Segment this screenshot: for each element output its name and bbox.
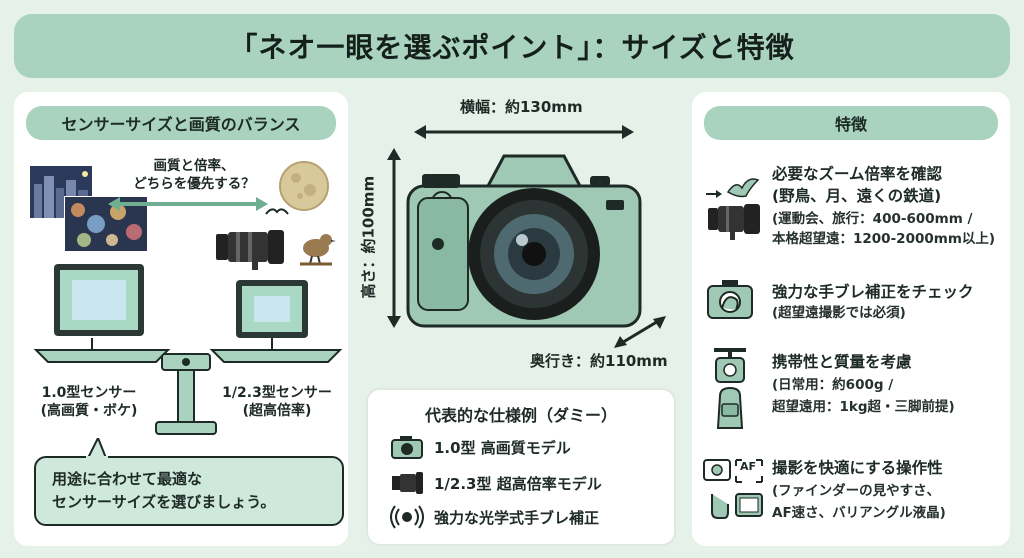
feature-3-sub2: 超望遠用：1kg超・三脚前提) <box>772 399 955 415</box>
zoom-lens-icon <box>392 472 423 494</box>
sensor-small-caption: 1/2.3型センサー (超高倍率) <box>222 385 332 420</box>
camera-icon <box>391 436 423 459</box>
height-label: 高さ：約100mm <box>359 175 378 299</box>
features-heading: 特徴 <box>704 106 998 140</box>
bird-lens-icon <box>706 178 760 240</box>
feature-4-title: 撮影を快適にする操作性 <box>772 459 943 477</box>
feature-2-sub1: (超望遠撮影では必須) <box>772 305 906 321</box>
camera-illustration <box>406 154 642 328</box>
width-label: 横幅：約130mm <box>460 98 583 116</box>
sensor-large-caption: 1.0型センサー (高画質・ボケ) <box>40 385 138 420</box>
viewfinder-af-icon <box>703 459 763 519</box>
spec-row-2: 1/2.3型 超高倍率モデル <box>390 470 602 496</box>
scale-backpack-icon <box>714 348 746 429</box>
sensor-balance-panel: センサーサイズと画質のバランス 画質と倍率、 どちらを優先する？ <box>14 92 348 546</box>
bubble-tail <box>86 438 108 460</box>
stabilization-icon <box>390 505 424 529</box>
feature-3-title: 携帯性と質量を考慮 <box>772 353 912 371</box>
sensor-balance-heading: センサーサイズと画質のバランス <box>26 106 336 140</box>
feature-1-title2: (野鳥、月、遠くの鉄道) <box>772 187 942 205</box>
spec-title: 代表的な仕様例（ダミー） <box>424 406 617 425</box>
feature-4-sub2: AF速さ、バリアングル液晶) <box>772 505 946 521</box>
telephoto-lens-icon <box>216 230 284 270</box>
depth-label: 奥行き：約110mm <box>530 352 668 370</box>
feature-2-title: 強力な手ブレ補正をチェック <box>772 283 974 301</box>
feature-1-sub1: (運動会、旅行：400-600mm / <box>772 211 973 227</box>
advice-bubble: 用途に合わせて最適な センサーサイズを選びましょう。 <box>34 456 344 526</box>
feature-4-sub1: (ファインダーの見やすさ、 <box>772 483 941 499</box>
page-title: 「ネオ一眼を選ぶポイント」：サイズと特徴 <box>229 31 795 64</box>
feature-3-sub1: (日常用：約600g / <box>772 377 894 393</box>
af-label: AF <box>740 460 757 473</box>
features-panel: 特徴 必要なズーム倍率を確認 (野鳥、月、遠くの鉄道) (運動会、旅行：400-… <box>692 92 1010 546</box>
spec-row-3: 強力な光学式手ブレ補正 <box>390 504 599 530</box>
priority-question: 画質と倍率、 どちらを優先する？ <box>133 158 255 192</box>
width-arrow <box>414 125 634 139</box>
perched-bird-icon <box>300 234 336 266</box>
depth-arrow <box>614 316 666 348</box>
moon-icon <box>279 161 329 211</box>
shake-camera-icon <box>707 280 753 319</box>
spec-example-box: 代表的な仕様例（ダミー） 1.0型 高画質モデル 1/2.3型 超高倍率モデル … <box>366 388 676 546</box>
double-arrow-icon <box>108 197 268 211</box>
height-arrow <box>387 148 401 328</box>
feature-1-sub2: 本格超望遠：1200-2000mm以上) <box>772 231 996 247</box>
advice-text: 用途に合わせて最適な センサーサイズを選びましょう。 <box>52 470 276 511</box>
feature-1-title: 必要なズーム倍率を確認 <box>772 165 943 183</box>
title-banner: 「ネオ一眼を選ぶポイント」：サイズと特徴 <box>14 14 1010 78</box>
flying-bird-icon <box>265 208 289 215</box>
balance-scale-illustration <box>33 264 342 435</box>
spec-row-1: 1.0型 高画質モデル <box>390 434 571 460</box>
